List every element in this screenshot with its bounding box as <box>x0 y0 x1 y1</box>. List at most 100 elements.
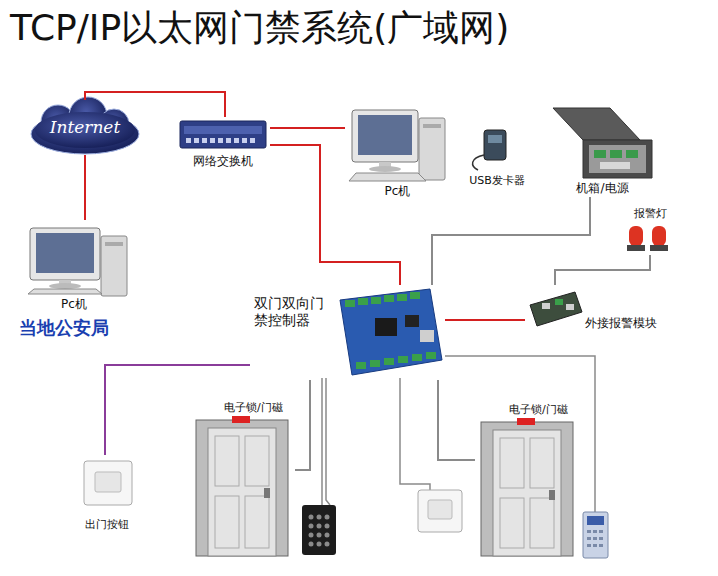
exit-button-part <box>84 461 132 505</box>
pc-computer-part <box>101 236 127 296</box>
network-switch-part <box>184 126 262 134</box>
cable-connector <box>445 319 525 321</box>
power-box-part <box>594 150 606 158</box>
alarm-light <box>627 226 668 251</box>
card-reader-part-part <box>325 515 330 520</box>
controller-board-part-part <box>358 298 368 305</box>
power-box-part <box>553 108 640 140</box>
device-wire-part <box>326 378 330 505</box>
cable-connector <box>295 380 310 470</box>
pc-computer-part <box>369 166 401 172</box>
alarm-light: 报警灯 <box>620 205 680 255</box>
pc-computer: Pc机 <box>345 105 450 202</box>
controller-board-part <box>375 318 397 336</box>
cable-connector <box>85 92 225 117</box>
alarm-light-part <box>652 226 666 246</box>
usb-card-issuer <box>473 130 506 170</box>
card-reader-part-part <box>587 530 591 533</box>
card-reader <box>302 505 336 555</box>
usb-card-issuer-part <box>488 135 502 143</box>
card-reader-part-part <box>317 542 322 547</box>
network-switch-part <box>186 138 255 143</box>
network-switch <box>180 121 266 148</box>
internet-cloud-part <box>35 112 135 148</box>
pc-computer-part <box>423 124 441 128</box>
card-reader-part-part <box>309 515 314 520</box>
police-pc: Pc机当地公安局 <box>15 220 140 342</box>
node-label: 当地公安局 <box>19 317 109 339</box>
cable-connector <box>270 127 345 129</box>
door-part <box>196 420 288 556</box>
power-box-part <box>589 145 646 173</box>
door-part <box>500 498 524 548</box>
card-reader-part-part <box>309 524 314 529</box>
network-switch-part-part <box>202 138 207 143</box>
card-reader-part-part <box>317 533 322 538</box>
access-controller: 双门双向门禁控制器 <box>250 285 445 380</box>
door-part <box>500 438 524 488</box>
cable-connector <box>438 380 475 460</box>
node-label: 电子锁/门磁 <box>224 401 283 414</box>
network-switch-part <box>180 121 266 148</box>
cable-connector <box>432 197 590 285</box>
card-reader <box>583 512 608 558</box>
usb-card-issuer-part <box>473 155 484 170</box>
door-part <box>245 496 269 548</box>
controller-board-part <box>405 315 419 327</box>
node-label: Pc机 <box>61 297 87 311</box>
network-switch: 网络交换机 <box>176 117 270 172</box>
card-reader-part-part <box>599 537 603 540</box>
node-label: 网络交换机 <box>193 154 253 168</box>
power-box-part <box>626 150 638 158</box>
usb-card-issuer-part <box>484 130 506 160</box>
network-switch-part-part <box>210 138 215 143</box>
controller-board-part-part <box>356 362 366 369</box>
node-label: 外接报警模块 <box>585 316 657 330</box>
alarm-module-board-part <box>566 304 574 310</box>
controller-board-part-part <box>410 292 420 299</box>
pc-computer-part <box>36 233 94 273</box>
node-label: 报警灯 <box>634 207 667 220</box>
node-label: 双门双向门禁控制器 <box>254 295 336 329</box>
network-switch-part-part <box>242 138 247 143</box>
network-switch-part-part <box>186 138 191 143</box>
card-reader-part-part <box>599 544 603 547</box>
usb-card-issuer: USB发卡器 <box>462 125 532 190</box>
controller-board-part <box>420 330 434 342</box>
alarm-module-board-part <box>542 303 550 309</box>
power-box-part <box>600 162 630 169</box>
controller-board-part-part <box>398 356 408 363</box>
card-reader-part-part <box>587 537 591 540</box>
card-reader-part-part <box>325 533 330 538</box>
card-reader-part-part <box>325 542 330 547</box>
card-reader-part-part <box>317 515 322 520</box>
alarm-module: 外接报警模块 <box>525 285 685 340</box>
pc-computer <box>349 110 445 181</box>
alarm-light-part <box>650 245 668 251</box>
power-box <box>553 108 652 178</box>
door-part <box>493 430 561 556</box>
pc-computer-part <box>30 228 100 280</box>
door-part <box>530 438 554 488</box>
card-reader-part-part <box>309 533 314 538</box>
exit-button: 出门按钮 <box>72 455 142 535</box>
controller-board-part-part <box>384 295 394 302</box>
card-reader-part-part <box>599 530 603 533</box>
controller-board-part-part <box>370 360 380 367</box>
controller-board-part-part <box>345 300 355 307</box>
door-part <box>517 418 535 425</box>
card-reader-part <box>587 516 604 525</box>
door-part <box>549 490 555 500</box>
diagram-title: TCP/IP以太网门禁系统(广域网) <box>10 4 509 53</box>
cable-connector <box>270 145 400 285</box>
door-part <box>208 428 276 556</box>
card-reader-part <box>583 512 608 558</box>
exit-button-part <box>428 500 452 519</box>
door-part <box>215 436 239 486</box>
power-box: 机箱/电源 <box>545 105 660 197</box>
card-reader-part-part <box>593 537 597 540</box>
power-box-part <box>610 150 622 158</box>
